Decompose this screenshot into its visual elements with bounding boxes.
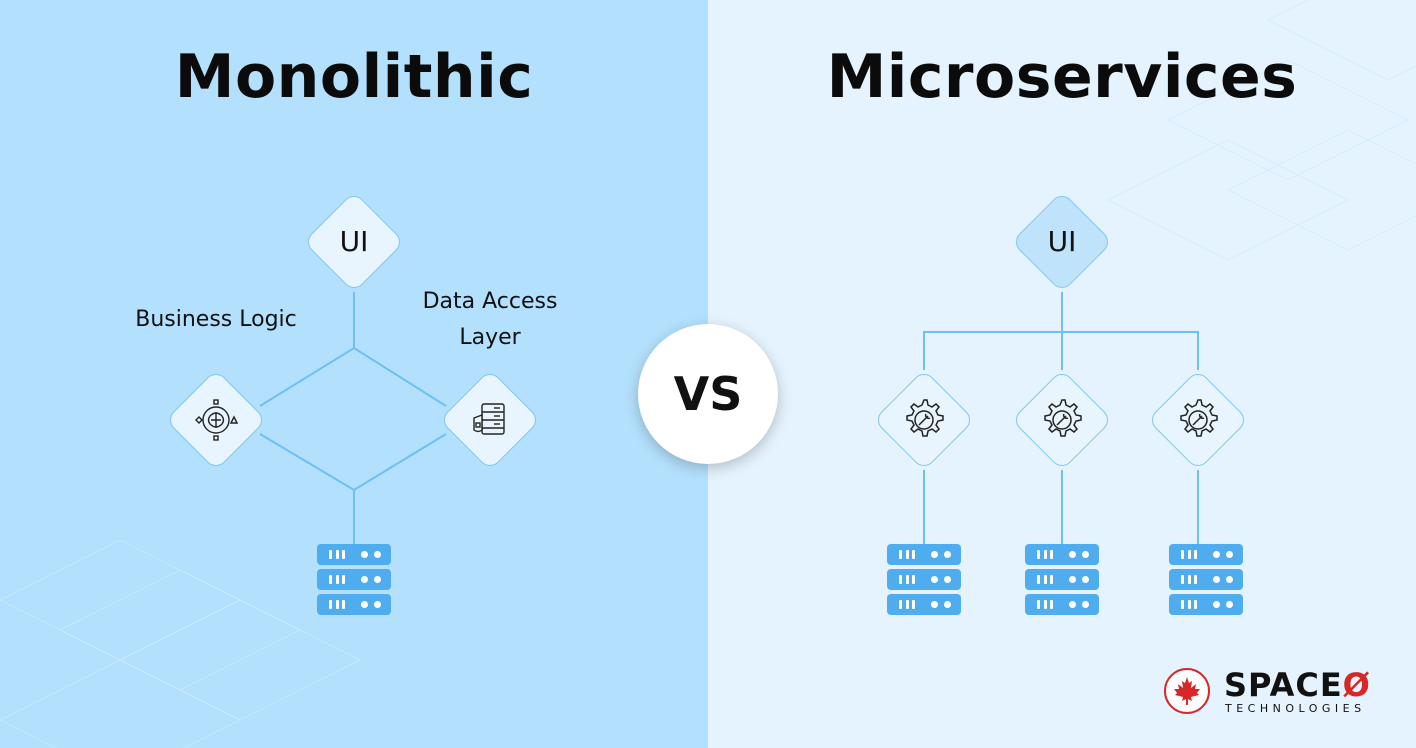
database-row bbox=[1025, 594, 1099, 615]
logo-brand: SPACEØ bbox=[1224, 668, 1371, 702]
microservices-ui-label: UI bbox=[1047, 225, 1077, 258]
logo-circle bbox=[1164, 668, 1210, 714]
service-database-3 bbox=[1169, 544, 1243, 619]
brain-cog-icon bbox=[195, 399, 238, 441]
database-row bbox=[317, 569, 391, 590]
database-row bbox=[1169, 569, 1243, 590]
database-row bbox=[317, 544, 391, 565]
monolithic-ui-label: UI bbox=[339, 225, 369, 258]
background-grid-pattern bbox=[0, 539, 362, 748]
database-row bbox=[317, 594, 391, 615]
database-row bbox=[1169, 594, 1243, 615]
database-row bbox=[887, 544, 961, 565]
gear-wrench-icon bbox=[1044, 399, 1082, 437]
database-row bbox=[1169, 544, 1243, 565]
vs-badge: VS bbox=[638, 324, 778, 464]
company-logo: SPACEØ TECHNOLOGIES bbox=[1162, 666, 1392, 720]
data-access-line1: Data Access bbox=[422, 289, 558, 314]
maple-leaf-icon bbox=[1174, 677, 1200, 705]
monolithic-panel bbox=[0, 0, 708, 748]
server-lock-icon bbox=[473, 403, 505, 435]
service-database-2 bbox=[1025, 544, 1099, 619]
service-database-1 bbox=[887, 544, 961, 619]
monolithic-database bbox=[317, 544, 391, 619]
database-row bbox=[1025, 569, 1099, 590]
microservices-title: Microservices bbox=[826, 42, 1298, 112]
data-access-line2: Layer bbox=[459, 325, 521, 350]
business-logic-label: Business Logic bbox=[135, 307, 297, 332]
data-access-layer-label: Data Access Layer bbox=[404, 284, 576, 356]
logo-brand-text: SPACE bbox=[1224, 666, 1343, 704]
gear-wrench-icon bbox=[906, 399, 944, 437]
logo-subtitle: TECHNOLOGIES bbox=[1225, 702, 1366, 715]
background-grid-pattern-right bbox=[1106, 0, 1416, 261]
logo-brand-suffix: Ø bbox=[1342, 666, 1371, 704]
database-row bbox=[1025, 544, 1099, 565]
database-row bbox=[887, 594, 961, 615]
monolithic-title: Monolithic bbox=[174, 42, 534, 112]
database-row bbox=[887, 569, 961, 590]
gear-wrench-icon bbox=[1180, 399, 1218, 437]
